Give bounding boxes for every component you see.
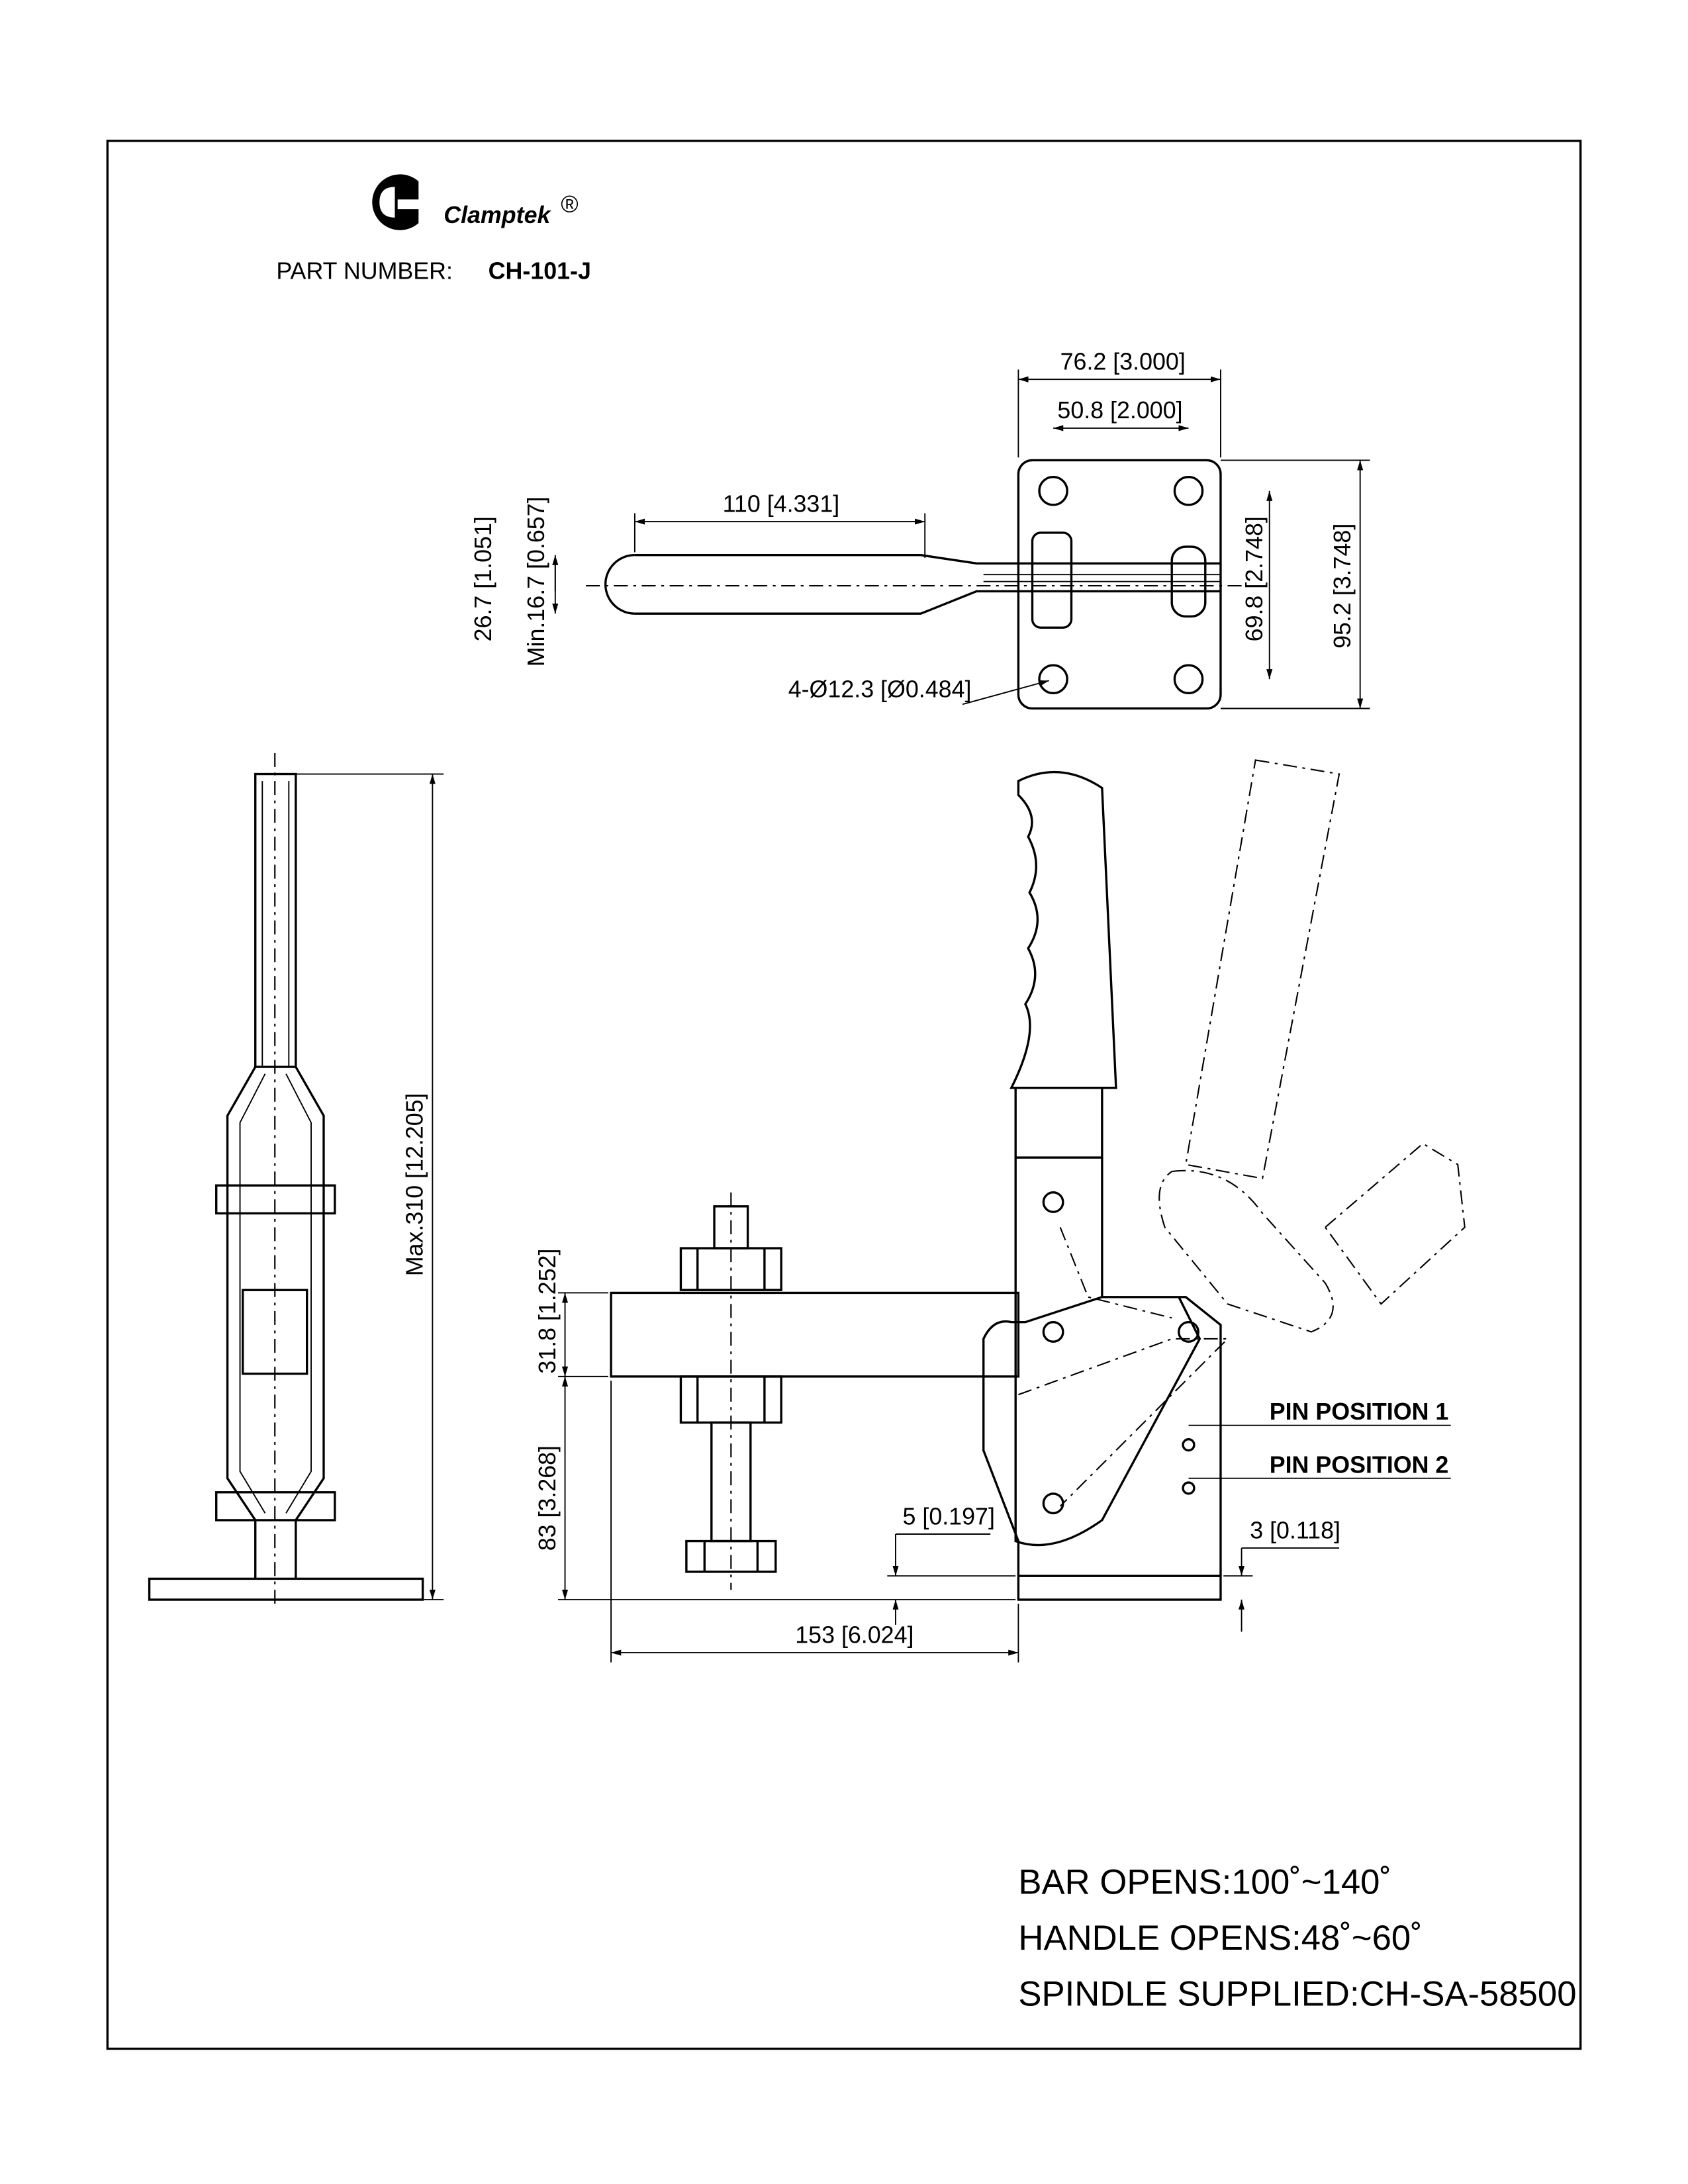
- dim-length: 153 [6.024]: [795, 1621, 914, 1648]
- dim-max-height: Max.310 [12.205]: [402, 1093, 428, 1276]
- dim-handle-min: Min.16.7 [0.657]: [523, 496, 549, 666]
- dim-handle-length: 110 [4.331]: [723, 490, 840, 517]
- dim-arm-base-height: 83 [3.268]: [534, 1445, 561, 1551]
- dim-overall-width: 76.2 [3.000]: [1060, 348, 1186, 375]
- dim-arm-height: 31.8 [1.252]: [534, 1248, 561, 1373]
- sheet-border: [106, 140, 1582, 2050]
- dim-hole-spacing-x: 50.8 [2.000]: [1057, 397, 1182, 424]
- front-view: PIN POSITION 1 PIN POSITION 2 31.8 [1.25…: [534, 759, 1466, 1662]
- dim-offset-5: 5 [0.197]: [903, 1503, 995, 1529]
- part-number-label: PART NUMBER:: [276, 257, 453, 284]
- dim-handle-width: 26.7 [1.051]: [470, 516, 496, 641]
- note-handle-opens: HANDLE OPENS:48˚~60˚: [1018, 1919, 1422, 1958]
- dim-overall-height: 95.2 [3.748]: [1329, 523, 1356, 649]
- note-spindle-supplied: SPINDLE SUPPLIED:CH-SA-58500: [1018, 1974, 1576, 2013]
- part-number-value: CH-101-J: [489, 257, 591, 284]
- pin-position-1-label: PIN POSITION 1: [1270, 1398, 1449, 1425]
- dim-holes: 4-Ø12.3 [Ø0.484]: [788, 676, 972, 703]
- pin-position-2-label: PIN POSITION 2: [1270, 1451, 1449, 1478]
- side-view: Max.310 [12.205]: [148, 752, 444, 1604]
- registered-mark: ®: [561, 191, 578, 217]
- top-view: 76.2 [3.000] 50.8 [2.000] 110 [4.331] 26…: [470, 348, 1370, 710]
- note-bar-opens: BAR OPENS:100˚~140˚: [1018, 1863, 1391, 1902]
- brand-name: Clamptek: [444, 202, 551, 228]
- clamptek-logo: Clamptek ®: [372, 174, 579, 230]
- dim-hole-spacing-y: 69.8 [2.748]: [1241, 516, 1268, 641]
- dim-plate-3: 3 [0.118]: [1250, 1517, 1340, 1543]
